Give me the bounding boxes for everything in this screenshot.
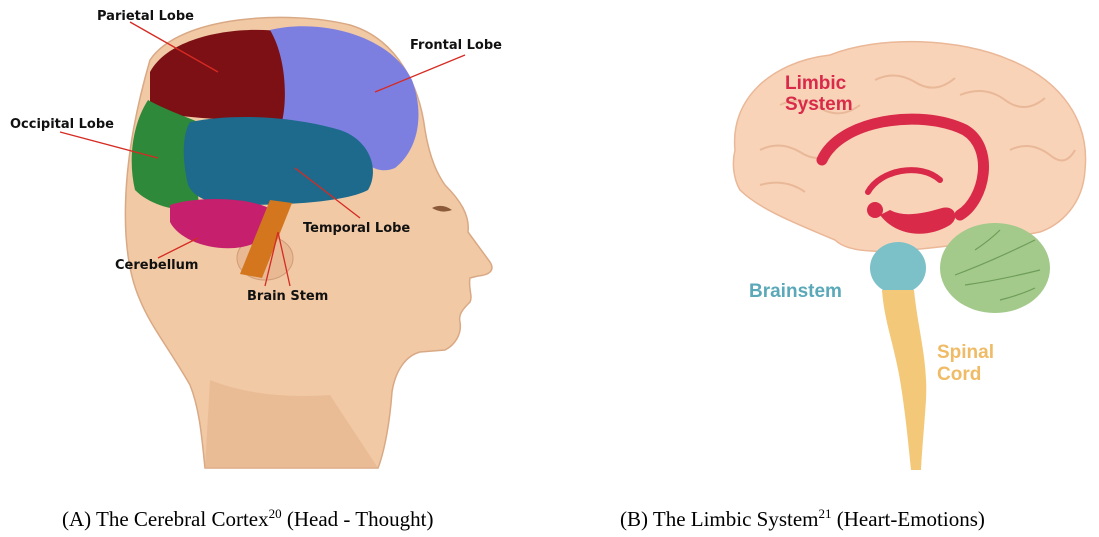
limbic-label-line1: Limbic — [785, 73, 847, 94]
caption-b-text: (B) The Limbic System — [620, 507, 819, 531]
limbic-label-line2: System — [785, 94, 853, 115]
head-brain-illustration: Parietal Lobe Frontal Lobe Occipital Lob… — [0, 0, 550, 480]
caption-a-text: (A) The Cerebral Cortex — [62, 507, 269, 531]
temporal-lobe-label: Temporal Lobe — [303, 221, 410, 236]
cerebellum-b — [940, 223, 1050, 313]
caption-b-subtext: (Heart-Emotions) — [832, 507, 985, 531]
limbic-brain-illustration: Limbic System Brainstem Spinal Cord — [700, 0, 1099, 480]
spinal-cord — [882, 290, 926, 470]
frontal-lobe-label: Frontal Lobe — [410, 38, 502, 53]
amygdala — [867, 202, 883, 218]
occipital-lobe-label: Occipital Lobe — [10, 117, 114, 132]
caption-b-footnote: 21 — [819, 506, 832, 521]
caption-b: (B) The Limbic System21 (Heart-Emotions) — [620, 507, 985, 532]
cerebral-cortex-figure: Parietal Lobe Frontal Lobe Occipital Lob… — [0, 0, 550, 480]
caption-a-subtext: (Head - Thought) — [282, 507, 434, 531]
caption-a: (A) The Cerebral Cortex20 (Head - Though… — [62, 507, 433, 532]
brainstem-label: Brainstem — [749, 281, 842, 302]
brain-stem-label: Brain Stem — [247, 289, 328, 304]
spinal-cord-label-line1: Spinal — [937, 342, 994, 363]
caption-a-footnote: 20 — [269, 506, 282, 521]
limbic-system-figure: Limbic System Brainstem Spinal Cord — [700, 0, 1099, 480]
brainstem — [870, 242, 926, 294]
parietal-lobe-label: Parietal Lobe — [97, 9, 194, 24]
cerebellum-label: Cerebellum — [115, 258, 198, 273]
spinal-cord-label-line2: Cord — [937, 364, 981, 385]
